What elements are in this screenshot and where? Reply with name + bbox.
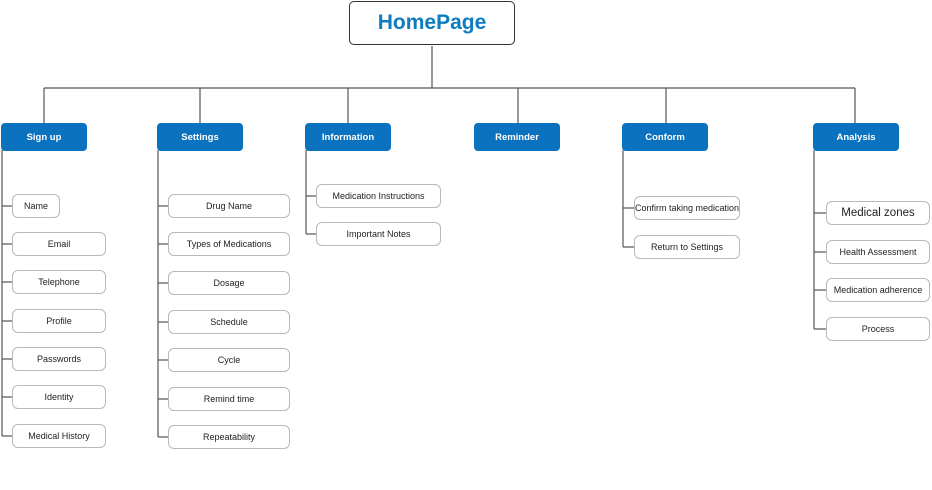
leaf-types-of-medications: Types of Medications bbox=[168, 232, 290, 256]
homepage-root-node: HomePage bbox=[349, 1, 515, 45]
leaf-return-to-settings: Return to Settings bbox=[634, 235, 740, 259]
leaf-medical-history: Medical History bbox=[12, 424, 106, 448]
leaf-schedule: Schedule bbox=[168, 310, 290, 334]
category-information: Information bbox=[305, 123, 391, 151]
leaf-medication-instructions: Medication Instructions bbox=[316, 184, 441, 208]
category-reminder: Reminder bbox=[474, 123, 560, 151]
leaf-email: Email bbox=[12, 232, 106, 256]
leaf-dosage: Dosage bbox=[168, 271, 290, 295]
leaf-drug-name: Drug Name bbox=[168, 194, 290, 218]
leaf-important-notes: Important Notes bbox=[316, 222, 441, 246]
root-title: HomePage bbox=[377, 11, 487, 34]
leaf-profile: Profile bbox=[12, 309, 106, 333]
leaf-remind-time: Remind time bbox=[168, 387, 290, 411]
leaf-passwords: Passwords bbox=[12, 347, 106, 371]
category-analysis: Analysis bbox=[813, 123, 899, 151]
leaf-health-assessment: Health Assessment bbox=[826, 240, 930, 264]
leaf-confirm-taking-medication: Confirm taking medication bbox=[634, 196, 740, 220]
leaf-cycle: Cycle bbox=[168, 348, 290, 372]
category-sign-up: Sign up bbox=[1, 123, 87, 151]
category-settings: Settings bbox=[157, 123, 243, 151]
category-conform: Conform bbox=[622, 123, 708, 151]
leaf-identity: Identity bbox=[12, 385, 106, 409]
leaf-name: Name bbox=[12, 194, 60, 218]
leaf-process: Process bbox=[826, 317, 930, 341]
leaf-medical-zones: Medical zones bbox=[826, 201, 930, 225]
leaf-telephone: Telephone bbox=[12, 270, 106, 294]
leaf-repeatability: Repeatability bbox=[168, 425, 290, 449]
leaf-medication-adherence: Medication adherence bbox=[826, 278, 930, 302]
